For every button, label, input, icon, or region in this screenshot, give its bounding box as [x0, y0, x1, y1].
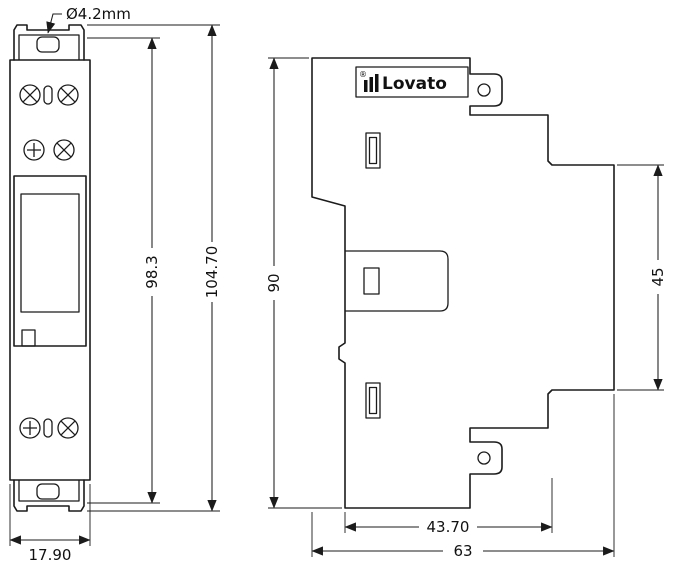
front-terminal-row-second	[23, 139, 75, 161]
screw-cross-icon	[56, 142, 72, 158]
screw-cross-icon	[22, 87, 38, 103]
rail-recess-label-group: 45	[648, 260, 668, 294]
hole-diameter-leader-line	[46, 13, 62, 34]
front-button	[21, 329, 36, 347]
front-terminal-row-top	[19, 84, 79, 106]
front-view	[9, 24, 91, 512]
screw-head-icon	[19, 84, 41, 106]
side-clip-block	[345, 250, 449, 312]
rail-recess-label: 45	[649, 267, 667, 286]
side-terminal-opening-bottom-inner	[368, 386, 378, 415]
side-dimensions: 90 45 43.70 63	[264, 57, 668, 561]
mounting-height-label-group: 98.3	[142, 248, 162, 296]
screw-head-icon	[23, 139, 45, 161]
brand-logo-bar-icon	[364, 80, 368, 92]
front-top-mounting-hole	[36, 36, 60, 53]
terminal-slot-icon	[43, 85, 53, 105]
side-clip-latch	[363, 267, 380, 295]
registered-mark: ®	[359, 70, 367, 79]
body-depth-label: 43.70	[427, 518, 470, 536]
front-body	[9, 59, 91, 481]
front-dimensions: Ø4.2mm 98.3 104.70 17.90	[9, 5, 222, 564]
terminal-slot-icon	[43, 418, 53, 438]
screw-plus-icon	[23, 421, 37, 435]
side-view: ® Lovato	[311, 57, 615, 509]
total-height-label: 104.70	[203, 246, 221, 299]
total-depth-label: 63	[453, 542, 472, 560]
front-bottom-tab-inner-line	[18, 480, 80, 502]
front-bottom-mounting-tab	[13, 479, 85, 512]
screw-head-icon	[57, 417, 79, 439]
side-terminal-opening-top	[365, 132, 381, 169]
brand-logo-bar-icon	[375, 74, 379, 92]
screw-plus-icon	[27, 143, 41, 157]
side-bottom-ear-hole	[477, 451, 491, 465]
side-top-ear-hole	[477, 83, 491, 97]
body-height-label-group: 90	[264, 266, 284, 300]
screw-head-icon	[57, 84, 79, 106]
total-height-label-group: 104.70	[202, 242, 222, 302]
brand-logo-frame	[355, 66, 469, 98]
side-terminal-opening-bottom	[365, 382, 381, 419]
screw-cross-icon	[60, 420, 76, 436]
brand-logo: ® Lovato	[355, 66, 469, 98]
mounting-height-label: 98.3	[143, 255, 161, 288]
screw-head-icon	[53, 139, 75, 161]
brand-logo-bar-icon	[369, 77, 373, 92]
brand-name: Lovato	[382, 74, 447, 94]
front-terminal-row-bottom	[19, 417, 79, 439]
screw-cross-icon	[60, 87, 76, 103]
hole-diameter-label: Ø4.2mm	[66, 5, 131, 23]
screw-head-icon	[19, 417, 41, 439]
side-profile-outline	[311, 57, 615, 509]
body-height-label: 90	[265, 273, 283, 292]
front-lcd-screen	[20, 193, 80, 313]
width-label: 17.90	[29, 546, 72, 564]
side-terminal-opening-top-inner	[368, 136, 378, 165]
front-top-tab-inner-line	[18, 34, 80, 60]
front-display-bezel	[13, 175, 87, 347]
front-bottom-mounting-hole	[36, 483, 60, 500]
